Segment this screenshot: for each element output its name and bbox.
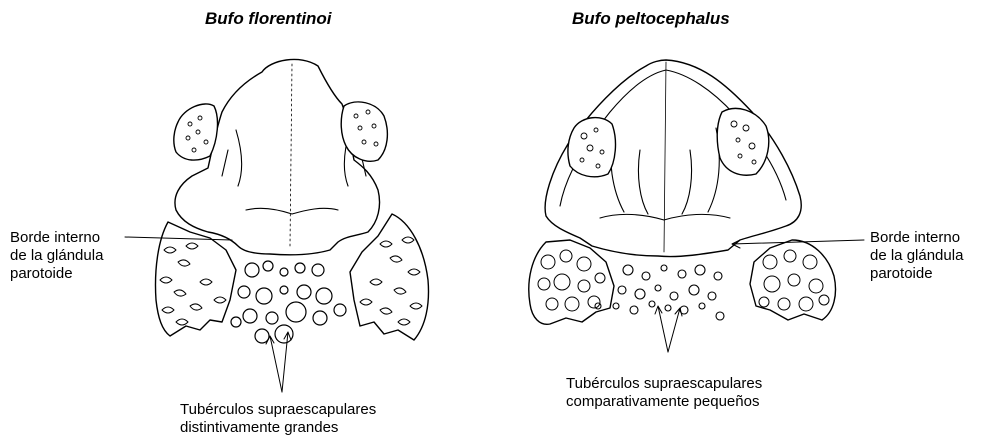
florentinoi-tubercles	[231, 261, 346, 343]
peltocephalus-left-parotoid	[568, 118, 616, 177]
peltocephalus-tubercle-arrow-1	[655, 306, 668, 352]
peltocephalus-tubercle-arrow-2	[668, 308, 682, 352]
florentinoi-drawing	[125, 59, 428, 392]
peltocephalus-right-parotoid	[717, 108, 769, 175]
peltocephalus-drawing	[529, 60, 864, 352]
peltocephalus-right-parotoid-mass	[750, 240, 836, 320]
florentinoi-tubercle-arrow-1	[266, 336, 282, 392]
